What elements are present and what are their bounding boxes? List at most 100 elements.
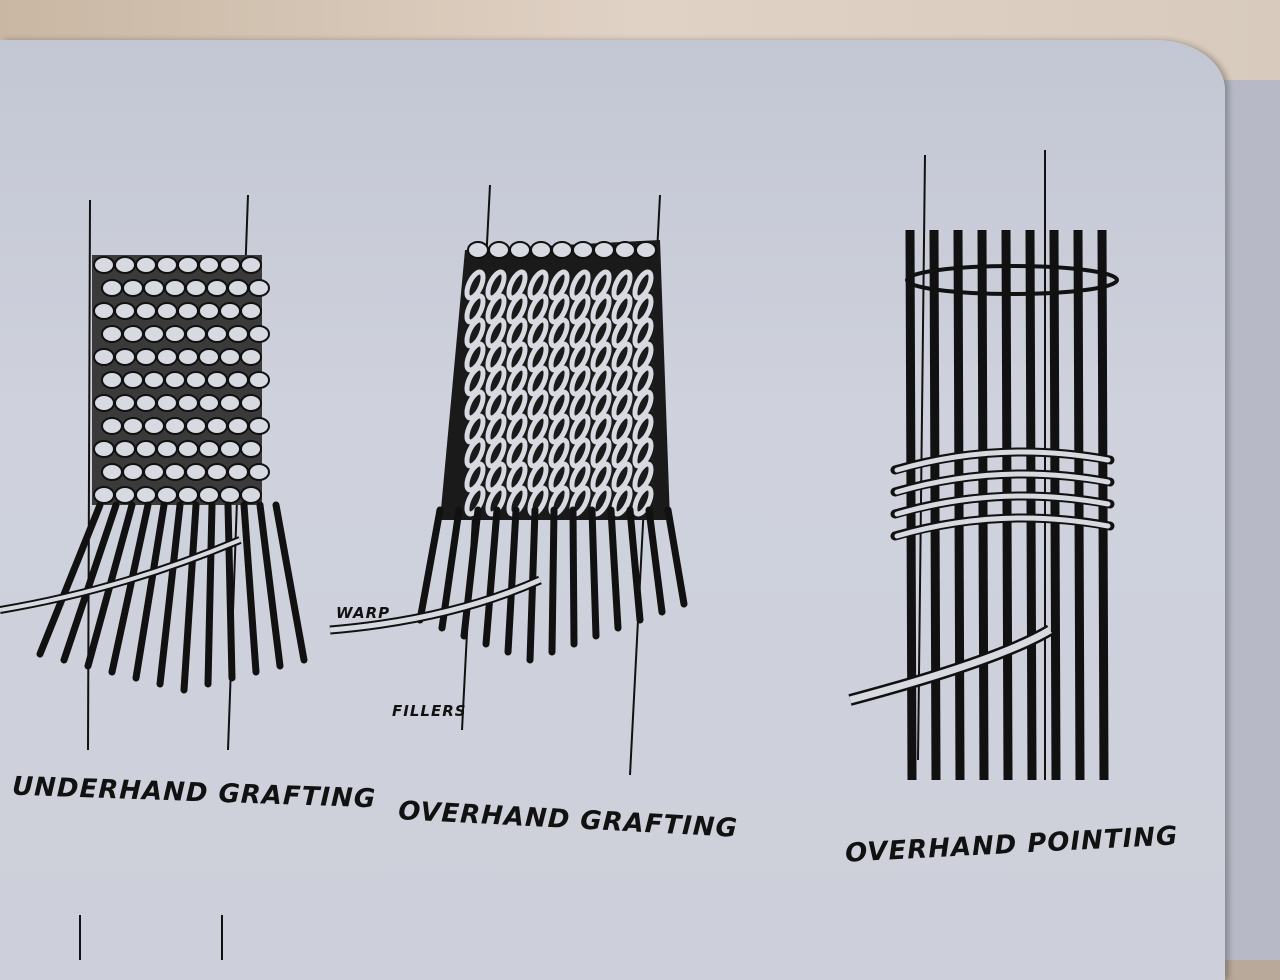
drawing-stroke bbox=[632, 413, 654, 445]
drawing-stroke bbox=[506, 317, 528, 349]
drawing-stroke bbox=[645, 506, 666, 616]
drawing-stroke bbox=[506, 389, 528, 421]
drawing-stroke bbox=[611, 365, 633, 397]
drawing-stroke bbox=[548, 413, 570, 445]
drawing-stroke bbox=[240, 394, 262, 412]
drawing-stroke bbox=[177, 256, 199, 274]
drawing-stroke bbox=[1025, 229, 1037, 781]
drawing-stroke bbox=[185, 279, 207, 297]
drawing-stroke bbox=[506, 341, 528, 373]
drawing-stroke bbox=[60, 501, 120, 664]
drawing-stroke bbox=[464, 365, 486, 397]
drawing-stroke bbox=[198, 256, 220, 274]
drawing-stroke bbox=[122, 371, 144, 389]
drawing-stroke bbox=[590, 437, 612, 469]
drawing-stroke bbox=[530, 241, 552, 259]
drawing-stroke bbox=[164, 463, 186, 481]
drawing-stroke bbox=[122, 417, 144, 435]
drawing-stroke bbox=[485, 437, 507, 469]
drawing-stroke bbox=[185, 417, 207, 435]
drawing-stroke bbox=[227, 371, 249, 389]
drawing-stroke bbox=[240, 440, 262, 458]
drawing-stroke bbox=[272, 501, 308, 664]
fillers-label: FILLERS bbox=[392, 702, 467, 720]
drawing-stroke bbox=[569, 269, 591, 301]
overhand-grafting-drawing bbox=[329, 240, 688, 664]
drawing-stroke bbox=[590, 413, 612, 445]
drawing-stroke bbox=[632, 293, 654, 325]
drawing-stroke bbox=[156, 501, 184, 688]
drawing-stroke bbox=[569, 413, 591, 445]
drawing-stroke bbox=[460, 506, 482, 640]
drawing-stroke bbox=[509, 241, 531, 259]
drawing-stroke bbox=[894, 515, 1111, 539]
drawing-stroke bbox=[527, 341, 549, 373]
drawing-stroke bbox=[143, 417, 165, 435]
drawing-stroke bbox=[464, 293, 486, 325]
drawing-stroke bbox=[114, 256, 136, 274]
drawing-stroke bbox=[611, 437, 633, 469]
drawing-stroke bbox=[464, 437, 486, 469]
drawing-stroke bbox=[206, 417, 228, 435]
overhand-pointing-drawing bbox=[848, 229, 1119, 781]
drawing-stroke bbox=[198, 302, 220, 320]
drawing-stroke bbox=[611, 389, 633, 421]
drawing-stroke bbox=[248, 417, 270, 435]
drawing-stroke bbox=[464, 413, 486, 445]
drawing-stroke bbox=[569, 461, 591, 493]
warp-label: WARP bbox=[336, 604, 391, 622]
drawing-stroke bbox=[93, 486, 115, 504]
drawing-stroke bbox=[632, 341, 654, 373]
drawing-stroke bbox=[143, 325, 165, 343]
drawing-stroke bbox=[227, 279, 249, 297]
drawing-stroke bbox=[506, 437, 528, 469]
drawing-stroke bbox=[198, 348, 220, 366]
drawing-stroke bbox=[569, 365, 591, 397]
drawing-stroke bbox=[590, 317, 612, 349]
drawing-stroke bbox=[632, 437, 654, 469]
drawing-stroke bbox=[204, 501, 216, 688]
drawing-stroke bbox=[548, 293, 570, 325]
drawing-stroke bbox=[114, 394, 136, 412]
drawing-stroke bbox=[977, 229, 989, 781]
drawing-stroke bbox=[464, 485, 486, 517]
drawing-stroke bbox=[894, 449, 1111, 473]
drawing-stroke bbox=[569, 389, 591, 421]
drawing-stroke bbox=[156, 486, 178, 504]
drawing-stroke bbox=[485, 317, 507, 349]
illustrations bbox=[0, 150, 1119, 960]
drawing-stroke bbox=[464, 317, 486, 349]
drawing-stroke bbox=[467, 241, 489, 259]
drawing-stroke bbox=[156, 440, 178, 458]
drawing-stroke bbox=[101, 279, 123, 297]
drawing-stroke bbox=[101, 325, 123, 343]
drawing-stroke bbox=[504, 506, 520, 656]
drawing-stroke bbox=[177, 486, 199, 504]
drawing-stroke bbox=[143, 371, 165, 389]
drawing-stroke bbox=[506, 269, 528, 301]
drawing-stroke bbox=[132, 501, 168, 682]
drawing-stroke bbox=[248, 463, 270, 481]
drawing-stroke bbox=[527, 293, 549, 325]
drawing-stroke bbox=[527, 389, 549, 421]
drawing-stroke bbox=[122, 279, 144, 297]
drawing-stroke bbox=[464, 461, 486, 493]
drawing-stroke bbox=[485, 485, 507, 517]
drawing-stroke bbox=[590, 365, 612, 397]
drawing-stroke bbox=[248, 325, 270, 343]
drawing-stroke bbox=[569, 341, 591, 373]
drawing-stroke bbox=[36, 501, 104, 658]
drawing-stroke bbox=[569, 506, 578, 648]
drawing-stroke bbox=[219, 302, 241, 320]
drawing-stroke bbox=[135, 256, 157, 274]
drawing-stroke bbox=[485, 269, 507, 301]
drawing-stroke bbox=[506, 461, 528, 493]
drawing-stroke bbox=[548, 461, 570, 493]
drawing-stroke bbox=[590, 269, 612, 301]
drawing-stroke bbox=[198, 486, 220, 504]
drawing-stroke bbox=[607, 506, 622, 632]
drawing-stroke bbox=[611, 461, 633, 493]
drawing-stroke bbox=[240, 256, 262, 274]
drawing-stroke bbox=[551, 241, 573, 259]
drawing-stroke bbox=[156, 256, 178, 274]
